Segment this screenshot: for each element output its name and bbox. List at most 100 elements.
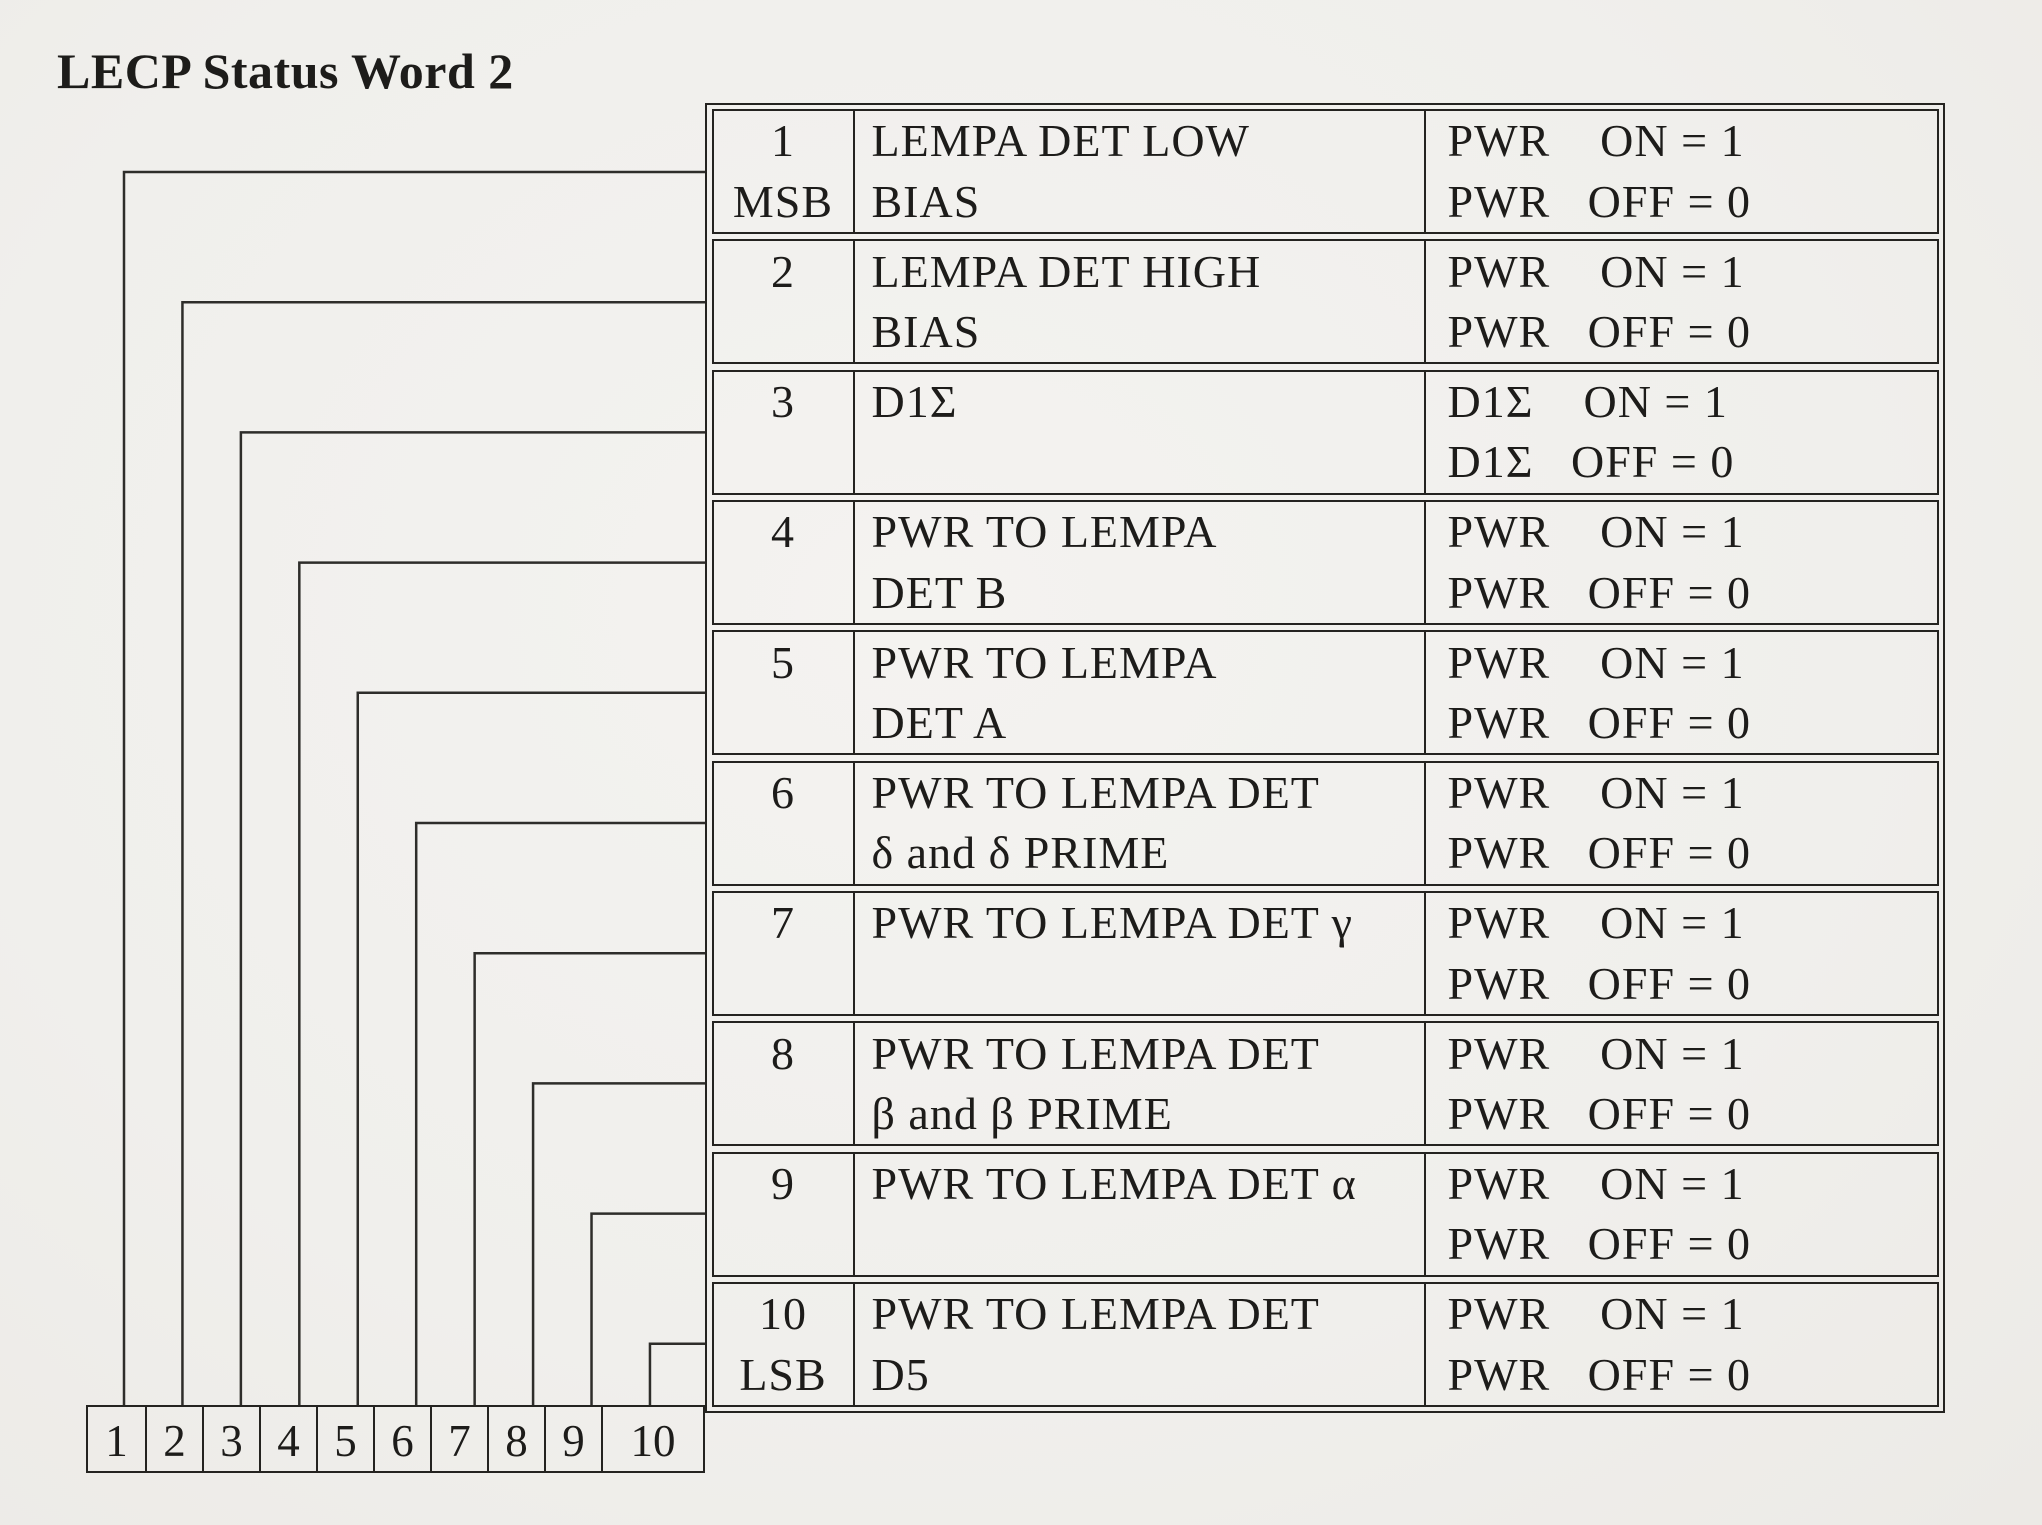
value-line-on: PWR ON = 1 <box>1447 636 1745 688</box>
bit-connector-3 <box>239 431 707 1405</box>
bit-number-cell: 6 <box>714 762 855 884</box>
table-row-bit-3: 3 D1Σ D1Σ ON = 1 D1Σ OFF = 0 <box>711 369 1939 495</box>
bit-number-cell: 7 <box>714 892 855 1014</box>
value-line-on: PWR ON = 1 <box>1447 115 1745 167</box>
description-line-2 <box>872 1214 1424 1275</box>
bit-number-cell: 8 <box>714 1023 855 1145</box>
bit-number: 1 <box>771 115 795 167</box>
description-line-2: DET A <box>871 697 1008 749</box>
description-cell: PWR TO LEMPA DET B <box>855 501 1426 623</box>
bit-number: 4 <box>771 506 795 558</box>
bit-number-cell: 4 <box>714 501 855 623</box>
description-line-2: D5 <box>871 1348 930 1400</box>
value-cell: PWR ON = 1 PWR OFF = 0 <box>1426 632 1937 753</box>
bit-register: 1 2 3 4 5 6 7 8 9 10 <box>86 1405 705 1473</box>
description-line-1: LEMPA DET LOW <box>871 115 1250 167</box>
bit-register-cell-6: 6 <box>373 1407 430 1471</box>
description-cell: PWR TO LEMPA DET A <box>855 632 1426 754</box>
description-line-1: PWR TO LEMPA DET α <box>871 1157 1357 1209</box>
bit-marker <box>714 1214 853 1275</box>
value-line-off: PWR OFF = 0 <box>1447 175 1752 227</box>
bit-number: 8 <box>771 1027 795 1079</box>
description-cell: LEMPA DET HIGH BIAS <box>855 241 1426 363</box>
description-line-2: β and β PRIME <box>871 1088 1173 1140</box>
description-line-1: PWR TO LEMPA DET <box>871 766 1320 818</box>
description-line-2 <box>872 432 1424 493</box>
table-row-bit-4: 4 PWR TO LEMPA DET B PWR ON = 1 PWR OFF … <box>711 499 1939 625</box>
bit-marker <box>714 953 853 1014</box>
table-row-bit-5: 5 PWR TO LEMPA DET A PWR ON = 1 PWR OFF … <box>711 630 1939 756</box>
value-line-off: PWR OFF = 0 <box>1447 1088 1752 1140</box>
description-line-1: D1Σ <box>871 375 958 427</box>
value-line-off: PWR OFF = 0 <box>1447 957 1752 1009</box>
value-cell: PWR ON = 1 PWR OFF = 0 <box>1426 1023 1937 1144</box>
value-line-on: PWR ON = 1 <box>1447 1157 1745 1209</box>
bit-number: 7 <box>771 897 795 949</box>
value-line-off: PWR OFF = 0 <box>1447 697 1752 749</box>
bit-marker <box>714 302 853 363</box>
bit-connector-10 <box>648 1342 707 1405</box>
bit-number-cell: 2 <box>714 241 855 363</box>
bit-register-cell-3: 3 <box>202 1407 259 1471</box>
value-line-off: PWR OFF = 0 <box>1447 827 1752 879</box>
bit-connector-4 <box>298 561 707 1405</box>
bit-connector-2 <box>181 300 707 1405</box>
bit-register-cell-10: 10 <box>601 1407 703 1471</box>
value-line-off: PWR OFF = 0 <box>1447 566 1752 618</box>
bit-marker <box>714 823 853 884</box>
bit-register-cell-9: 9 <box>544 1407 601 1471</box>
value-line-off: PWR OFF = 0 <box>1447 1348 1752 1400</box>
bit-register-cell-2: 2 <box>145 1407 202 1471</box>
bit-connector-1 <box>122 170 707 1405</box>
description-cell: PWR TO LEMPA DET α <box>855 1153 1426 1275</box>
description-line-1: PWR TO LEMPA DET <box>871 1288 1320 1340</box>
value-cell: PWR ON = 1 PWR OFF = 0 <box>1426 241 1937 362</box>
value-cell: PWR ON = 1 PWR OFF = 0 <box>1426 1284 1937 1405</box>
description-line-1: PWR TO LEMPA <box>871 636 1218 688</box>
description-line-1: LEMPA DET HIGH <box>871 245 1262 297</box>
bit-marker: LSB <box>739 1348 827 1400</box>
value-line-on: PWR ON = 1 <box>1447 1288 1745 1340</box>
bit-connector-9 <box>590 1212 707 1405</box>
table-row-bit-8: 8 PWR TO LEMPA DET β and β PRIME PWR ON … <box>711 1021 1939 1147</box>
table-row-bit-1: 1 MSB LEMPA DET LOW BIAS PWR ON = 1 PWR … <box>711 109 1939 234</box>
description-line-1: PWR TO LEMPA DET <box>871 1027 1320 1079</box>
bit-number-cell: 1 MSB <box>714 111 855 232</box>
bit-number-cell: 9 <box>714 1153 855 1275</box>
bit-connector-8 <box>531 1082 707 1405</box>
table-row-bit-2: 2 LEMPA DET HIGH BIAS PWR ON = 1 PWR OFF… <box>711 239 1939 365</box>
description-cell: LEMPA DET LOW BIAS <box>855 111 1426 232</box>
value-line-off: PWR OFF = 0 <box>1447 306 1752 358</box>
description-line-2: BIAS <box>871 306 981 358</box>
bit-number: 3 <box>771 375 795 427</box>
page-title: LECP Status Word 2 <box>57 43 514 99</box>
bit-number-cell: 10 LSB <box>714 1283 855 1405</box>
table-row-bit-9: 9 PWR TO LEMPA DET α PWR ON = 1 PWR OFF … <box>711 1151 1939 1277</box>
bit-number-cell: 5 <box>714 632 855 754</box>
bit-connector-7 <box>473 951 707 1405</box>
description-line-2 <box>872 953 1424 1014</box>
bit-number: 9 <box>771 1157 795 1209</box>
table-row-bit-6: 6 PWR TO LEMPA DET δ and δ PRIME PWR ON … <box>711 760 1939 886</box>
value-cell: PWR ON = 1 PWR OFF = 0 <box>1426 502 1937 623</box>
bit-register-cell-7: 7 <box>430 1407 487 1471</box>
table-row-bit-7: 7 PWR TO LEMPA DET γ PWR ON = 1 PWR OFF … <box>711 890 1939 1016</box>
value-cell: PWR ON = 1 PWR OFF = 0 <box>1426 1154 1937 1275</box>
value-cell: PWR ON = 1 PWR OFF = 0 <box>1426 763 1937 884</box>
bit-number: 5 <box>771 636 795 688</box>
value-cell: D1Σ ON = 1 D1Σ OFF = 0 <box>1426 372 1937 493</box>
bit-number: 10 <box>759 1288 807 1340</box>
bit-marker <box>714 1084 853 1145</box>
description-line-2: BIAS <box>871 175 981 227</box>
value-line-on: PWR ON = 1 <box>1447 766 1745 818</box>
bit-connector-5 <box>356 691 707 1405</box>
bit-marker: MSB <box>732 175 834 227</box>
bit-register-cell-1: 1 <box>105 1416 128 1466</box>
bit-register-cell-5: 5 <box>316 1407 373 1471</box>
bit-marker <box>714 432 853 493</box>
value-line-off: PWR OFF = 0 <box>1447 1218 1752 1270</box>
bit-register-cell-4: 4 <box>259 1407 316 1471</box>
value-line-on: PWR ON = 1 <box>1447 245 1745 297</box>
description-cell: D1Σ <box>855 371 1426 493</box>
